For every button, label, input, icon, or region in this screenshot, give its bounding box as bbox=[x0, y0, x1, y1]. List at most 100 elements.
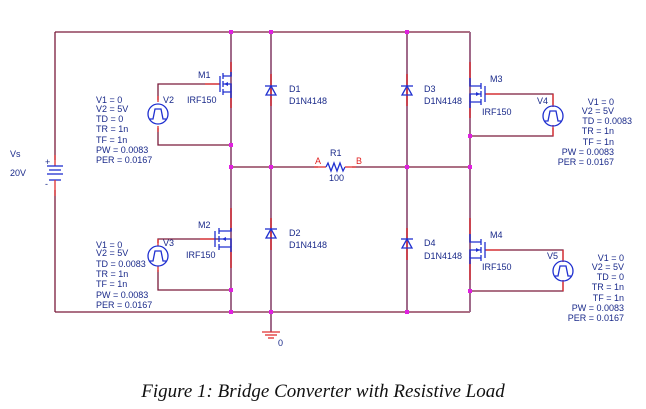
ground-symbol[interactable]: 0 bbox=[262, 331, 283, 348]
junction-dot bbox=[405, 310, 409, 314]
pulse-source-v3[interactable]: V3 V1 = 0 V2 = 5V TD = 0.0083 TR = 1n TF… bbox=[96, 238, 174, 310]
diode-d2[interactable]: D2 D1N4148 bbox=[264, 218, 327, 250]
m3-source bbox=[469, 101, 481, 108]
wires bbox=[54, 31, 564, 332]
d4-name-label: D4 bbox=[424, 238, 436, 248]
diode-icon bbox=[400, 84, 414, 96]
pulse-source-icon bbox=[147, 103, 169, 125]
m1-drain bbox=[223, 72, 232, 77]
m1-arrow-icon bbox=[224, 82, 228, 86]
param-line: V2 = 5V bbox=[582, 106, 614, 116]
pulse-waveform-icon bbox=[555, 265, 571, 277]
diode-d3[interactable]: D3 D1N4148 bbox=[400, 74, 462, 106]
junction-dot bbox=[269, 30, 273, 34]
param-line: TR = 1n bbox=[96, 124, 128, 134]
v3-params: V1 = 0 V2 = 5V TD = 0.0083 TR = 1n TF = … bbox=[96, 240, 152, 310]
junction-dot bbox=[405, 30, 409, 34]
mosfet-m4[interactable]: M4 IRF150 bbox=[469, 218, 512, 280]
param-line: TF = 1n bbox=[583, 137, 614, 147]
diode-d4[interactable]: D4 D1N4148 bbox=[400, 228, 462, 261]
junction-dot bbox=[405, 165, 409, 169]
diode-icon bbox=[264, 227, 278, 239]
m2-drain bbox=[219, 228, 232, 232]
junction-dot bbox=[229, 288, 233, 292]
d4-model-label: D1N4148 bbox=[424, 251, 462, 261]
d1-model-label: D1N4148 bbox=[289, 96, 327, 106]
resistor-r1[interactable]: R1 100 A B bbox=[314, 148, 362, 183]
m2-arrow-icon bbox=[222, 237, 226, 241]
diode-icon bbox=[264, 84, 278, 96]
pulse-source-icon bbox=[147, 245, 169, 267]
param-line: PW = 0.0083 bbox=[572, 303, 624, 313]
param-line: V1 = 0 bbox=[598, 253, 624, 263]
pulse-waveform-icon bbox=[150, 108, 166, 120]
pulse-source-icon bbox=[542, 105, 564, 127]
m4-arrow-icon bbox=[476, 248, 480, 252]
d3-name-label: D3 bbox=[424, 84, 436, 94]
junction-dot bbox=[229, 310, 233, 314]
junction-dot bbox=[468, 289, 472, 293]
junction-dot bbox=[229, 165, 233, 169]
param-line: V1 = 0 bbox=[96, 240, 122, 250]
vs-name-label: Vs bbox=[10, 149, 21, 159]
dc-source-vs[interactable]: + - Vs 20V bbox=[10, 149, 63, 196]
v5-name-label: V5 bbox=[547, 251, 558, 261]
figure-caption: Figure 1: Bridge Converter with Resistiv… bbox=[140, 381, 505, 402]
junction-dot bbox=[468, 165, 472, 169]
m4-drain bbox=[469, 234, 481, 243]
m3-name-label: M3 bbox=[490, 74, 503, 84]
pulse-source-icon bbox=[552, 260, 574, 282]
param-line: V1 = 0 bbox=[96, 95, 122, 105]
junctions bbox=[229, 30, 472, 314]
ground-label: 0 bbox=[278, 338, 283, 348]
v2-gate-wire bbox=[157, 83, 220, 100]
mosfet-m1[interactable]: M1 IRF150 bbox=[187, 62, 232, 108]
param-line: PER = 0.0167 bbox=[558, 157, 614, 167]
mosfet-m2[interactable]: M2 IRF150 bbox=[186, 208, 232, 268]
param-line: PW = 0.0083 bbox=[96, 145, 148, 155]
m4-name-label: M4 bbox=[490, 230, 503, 240]
v2-params: V1 = 0 V2 = 5V TD = 0 TR = 1n TF = 1n PW… bbox=[96, 95, 152, 165]
param-line: PW = 0.0083 bbox=[96, 290, 148, 300]
m2-name-label: M2 bbox=[198, 220, 211, 230]
param-line: V2 = 5V bbox=[96, 248, 128, 258]
mosfet-m3[interactable]: M3 IRF150 bbox=[469, 62, 512, 118]
m1-source bbox=[223, 91, 232, 98]
m4-body bbox=[469, 249, 481, 258]
m4-model-label: IRF150 bbox=[482, 262, 512, 272]
d1-name-label: D1 bbox=[289, 84, 301, 94]
junction-dot bbox=[468, 134, 472, 138]
resistor-icon bbox=[325, 161, 346, 173]
v2-name-label: V2 bbox=[163, 95, 174, 105]
param-line: V1 = 0 bbox=[588, 97, 614, 107]
param-line: TF = 1n bbox=[593, 293, 624, 303]
param-line: TR = 1n bbox=[96, 269, 128, 279]
v5-return-wire bbox=[470, 282, 564, 292]
m4-source bbox=[469, 257, 481, 264]
pulse-source-v5[interactable]: V5 V1 = 0 V2 = 5V TD = 0 TR = 1n TF = 1n… bbox=[547, 250, 624, 323]
pulse-source-v2[interactable]: V2 V1 = 0 V2 = 5V TD = 0 TR = 1n TF = 1n… bbox=[96, 95, 174, 165]
diode-d1[interactable]: D1 D1N4148 bbox=[264, 74, 327, 106]
vs-plus-sign: + bbox=[45, 157, 50, 167]
m3-body bbox=[469, 93, 481, 102]
param-line: TD = 0 bbox=[96, 114, 123, 124]
node-b-label: B bbox=[356, 156, 362, 166]
d2-name-label: D2 bbox=[289, 228, 301, 238]
vs-value-label: 20V bbox=[10, 168, 26, 178]
m3-model-label: IRF150 bbox=[482, 107, 512, 117]
param-line: TD = 0.0083 bbox=[582, 116, 632, 126]
v4-name-label: V4 bbox=[537, 96, 548, 106]
v5-params: V1 = 0 V2 = 5V TD = 0 TR = 1n TF = 1n PW… bbox=[568, 253, 624, 323]
r1-value-label: 100 bbox=[329, 173, 344, 183]
param-line: PER = 0.0167 bbox=[568, 313, 624, 323]
m1-name-label: M1 bbox=[198, 70, 211, 80]
param-line: V2 = 5V bbox=[592, 262, 624, 272]
param-line: TD = 0 bbox=[597, 272, 624, 282]
pulse-source-v4[interactable]: V4 V1 = 0 V2 = 5V TD = 0.0083 TR = 1n TF… bbox=[537, 94, 632, 167]
junction-dot bbox=[229, 30, 233, 34]
param-line: V2 = 5V bbox=[96, 104, 128, 114]
d2-model-label: D1N4148 bbox=[289, 240, 327, 250]
param-line: PER = 0.0167 bbox=[96, 300, 152, 310]
diode-icon bbox=[400, 237, 414, 249]
